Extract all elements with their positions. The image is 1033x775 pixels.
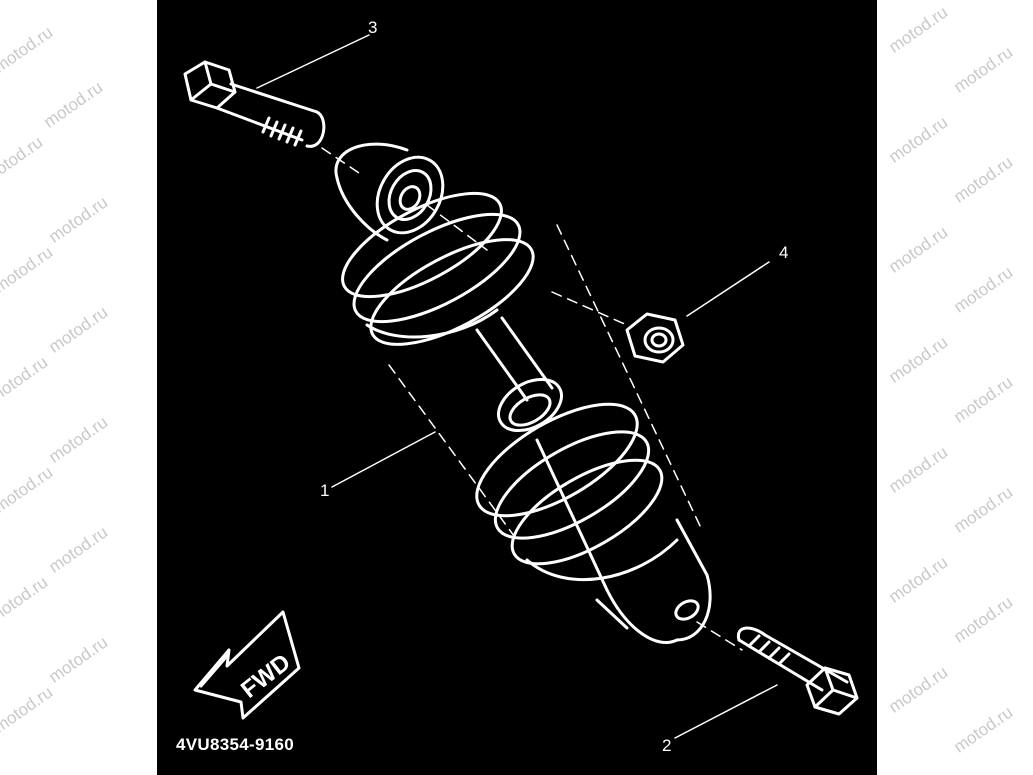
callout-1: 1	[320, 481, 330, 500]
watermark: motod.ru	[45, 522, 112, 577]
assembly-axis-lines	[321, 147, 743, 651]
watermark: motod.ru	[885, 662, 952, 717]
watermark: motod.ru	[950, 372, 1017, 427]
watermark: motod.ru	[950, 152, 1017, 207]
watermark: motod.ru	[885, 112, 952, 167]
callout-4: 4	[779, 243, 789, 262]
callout-3: 3	[368, 18, 378, 37]
watermark: motod.ru	[885, 222, 952, 277]
lower-mount	[595, 573, 712, 645]
watermark: motod.ru	[950, 42, 1017, 97]
watermark: motod.ru	[885, 552, 952, 607]
watermark: motod.ru	[885, 2, 952, 57]
part-code: 4VU8354-9160	[176, 735, 294, 754]
watermark: motod.ru	[0, 352, 52, 407]
watermark: motod.ru	[0, 132, 47, 187]
lower-spring	[475, 377, 709, 592]
watermark: motod.ru	[950, 702, 1017, 757]
watermark: motod.ru	[885, 332, 952, 387]
bolt-lower	[736, 626, 859, 716]
nut	[625, 312, 685, 364]
watermark: motod.ru	[0, 22, 57, 77]
watermark: motod.ru	[45, 632, 112, 687]
watermark: motod.ru	[0, 242, 57, 297]
shock-absorber-drawing: FWD	[183, 34, 859, 739]
callout-2: 2	[662, 736, 672, 755]
watermark: motod.ru	[885, 442, 952, 497]
watermark: motod.ru	[950, 262, 1017, 317]
fwd-arrow	[193, 610, 301, 720]
watermark: motod.ru	[950, 592, 1017, 647]
watermark: motod.ru	[0, 572, 52, 627]
watermark: motod.ru	[0, 462, 57, 517]
watermark: motod.ru	[45, 302, 112, 357]
upper-mount	[334, 142, 445, 242]
watermark: motod.ru	[40, 77, 107, 132]
fwd-label: FWD	[236, 649, 296, 704]
watermark: motod.ru	[0, 682, 57, 737]
diagram-panel: FWD 3 4 1 2 4VU8354-9160	[157, 0, 877, 775]
leader-lines	[256, 34, 778, 739]
watermark: motod.ru	[45, 412, 112, 467]
piston-rod	[475, 316, 554, 402]
watermark: motod.ru	[45, 192, 112, 247]
watermark: motod.ru	[950, 482, 1017, 537]
upper-spring	[341, 191, 535, 346]
bolt-upper	[183, 60, 326, 148]
